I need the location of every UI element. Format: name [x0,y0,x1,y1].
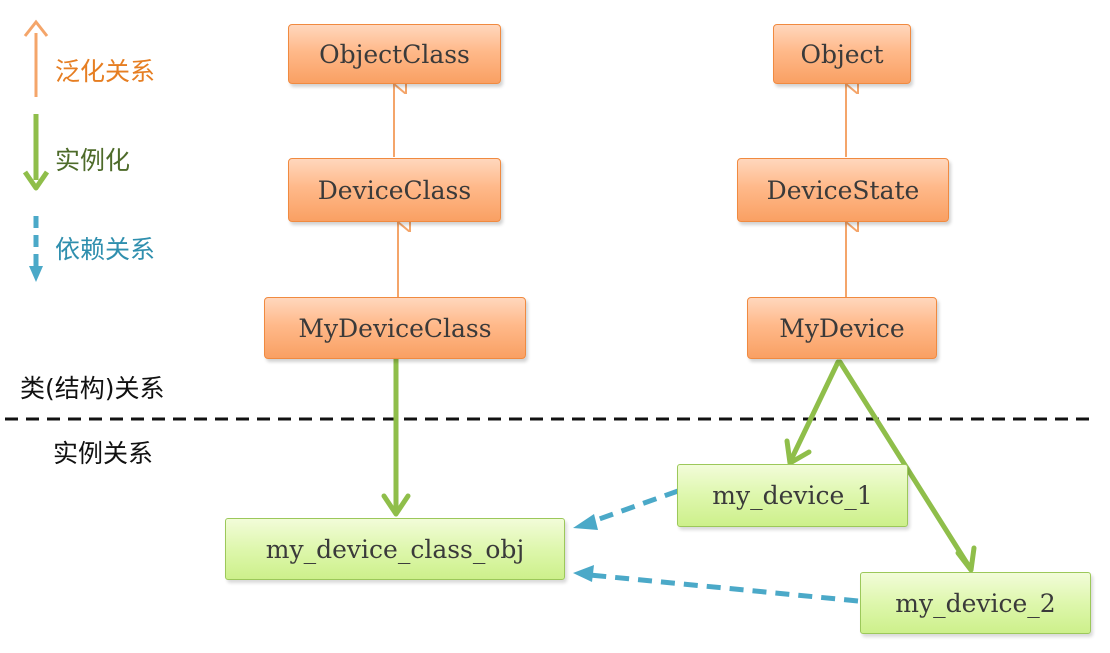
class-box-mydevice: MyDevice [747,297,937,359]
instance-box-my-device-1: my_device_1 [677,464,908,527]
dependency-arrow-device1-obj [573,488,679,530]
class-box-mydeviceclass: MyDeviceClass [264,297,526,359]
down-arrow-icon [22,114,50,191]
up-arrow-icon [23,19,49,97]
legend-generalization-label: 泛化关系 [55,57,156,86]
legend-instantiation-label: 实例化 [55,146,131,175]
legend-dependency-label: 依赖关系 [55,235,156,264]
class-box-object: Object [773,24,911,84]
dependency-arrow-device2-obj [573,565,859,604]
generalization-arrows [393,84,846,297]
instantiation-arrow-mydeviceclass-obj [381,356,411,517]
dashed-down-arrow-icon [29,216,43,282]
instantiation-arrows [381,356,977,573]
instantiation-arrow-mydevice-device1 [784,359,841,466]
instance-box-my-device-2: my_device_2 [860,572,1091,634]
class-relation-label: 类(结构)关系 [20,374,165,403]
instance-box-my-device-class-obj: my_device_class_obj [225,518,565,580]
dependency-arrows [573,488,859,604]
class-box-objectclass: ObjectClass [288,24,501,84]
class-box-devicestate: DeviceState [737,158,949,222]
instance-relation-label: 实例关系 [53,439,154,468]
class-box-deviceclass: DeviceClass [288,158,501,222]
